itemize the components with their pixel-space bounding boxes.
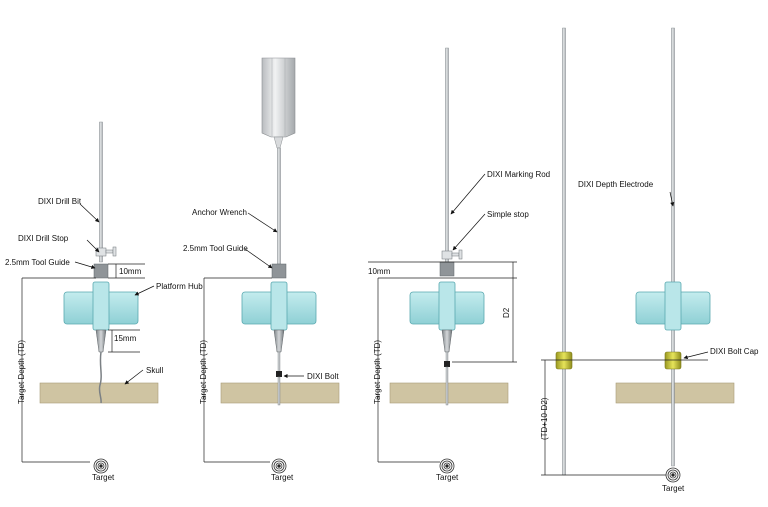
target-3-ring-1 — [441, 460, 453, 472]
tool-guide-label-1: 2.5mm Tool Guide — [5, 258, 70, 267]
d2-label: D2 — [502, 307, 511, 318]
simple-stop-label: Simple stop — [487, 210, 529, 219]
bolt-shaft — [277, 351, 281, 373]
drill-stop-label: DIXI Drill Stop — [18, 234, 69, 243]
platform-hub-2-collar — [270, 281, 288, 331]
target-2-ring-2 — [275, 462, 283, 470]
target-4-ring-2 — [669, 471, 677, 479]
leader-drill-stop — [86, 239, 100, 253]
simple-stop-screw-head — [458, 249, 463, 260]
skull-block-3 — [389, 382, 509, 404]
ten-mm-label-1: 10mm — [119, 267, 142, 276]
leader-marking-rod — [450, 173, 486, 215]
drill-stop-body — [95, 247, 107, 257]
depth-electrode-right — [671, 27, 675, 467]
anchor-wrench-handle — [261, 57, 296, 138]
target-2-ring-1 — [273, 460, 285, 472]
marking-rod-label: DIXI Marking Rod — [487, 170, 551, 179]
leader-skull — [124, 369, 144, 385]
td-formula-label: (TD+10-D2) — [540, 397, 549, 440]
target-3-ring-2 — [443, 462, 451, 470]
wrench-neck — [273, 136, 284, 149]
target-3-ring-0 — [439, 458, 455, 474]
target-1-ring-1 — [95, 460, 107, 472]
platform-hub-1-collar — [92, 281, 110, 331]
tool-guide-1 — [93, 263, 109, 279]
leader-drill-bit — [79, 203, 100, 223]
drill-bit-rod — [99, 121, 103, 263]
anchor-wrench-label: Anchor Wrench — [192, 208, 247, 217]
skull-label: Skull — [146, 366, 164, 375]
dixi-bolt-head-3 — [444, 361, 450, 367]
target-depth-label-2: Target Depth (TD) — [199, 339, 208, 404]
target-1-ring-3 — [99, 464, 103, 468]
drill-bit-label: DIXI Drill Bit — [38, 197, 82, 206]
drill-stop-screw — [105, 249, 114, 254]
bolt-cap-label: DIXI Bolt Cap — [710, 347, 759, 356]
target-label-1: Target — [92, 473, 115, 482]
fifteen-mm-label: 15mm — [114, 334, 137, 343]
target-label-3: Target — [436, 473, 459, 482]
target-label-2: Target — [271, 473, 294, 482]
bolt-shaft-3 — [445, 351, 449, 363]
marking-rod — [445, 47, 449, 263]
platform-hub-4-collar — [664, 281, 682, 331]
bolt-cap-left — [555, 351, 573, 370]
skull-block-4 — [615, 382, 735, 404]
target-2-ring-3 — [277, 464, 281, 468]
tool-guide-2 — [271, 263, 287, 279]
anchor-wrench-shaft — [277, 147, 281, 265]
platform-hub-label: Platform Hub — [156, 282, 203, 291]
dixi-bolt-head — [276, 371, 282, 377]
drill-twist — [98, 351, 102, 404]
target-4-ring-3 — [671, 473, 675, 477]
tool-guide-3 — [439, 261, 455, 277]
target-2-ring-0 — [271, 458, 287, 474]
target-4-ring-1 — [667, 469, 679, 481]
hub-cone-1 — [95, 329, 107, 353]
leader-anchor-wrench — [247, 212, 278, 233]
skull-block-1 — [39, 382, 159, 404]
target-1-ring-2 — [97, 462, 105, 470]
ten-mm-label-2: 10mm — [368, 267, 391, 276]
tool-guide-label-2: 2.5mm Tool Guide — [183, 244, 248, 253]
bolt-tip-3 — [445, 366, 449, 406]
leader-platform-hub — [134, 285, 155, 296]
drill-stop-screw-head — [112, 246, 117, 257]
target-3-ring-3 — [445, 464, 449, 468]
leader-simple-stop — [452, 213, 486, 251]
target-1-ring-0 — [93, 458, 109, 474]
hub-cone-3 — [441, 329, 453, 353]
simple-stop-body — [441, 250, 453, 260]
leader-depth-electrode — [669, 191, 675, 207]
platform-hub-3-collar — [438, 281, 456, 331]
simple-stop-screw — [451, 252, 460, 257]
bolt-cap-right — [664, 351, 682, 370]
depth-electrode-label: DIXI Depth Electrode — [578, 180, 654, 189]
target-depth-label-3: Target Depth (TD) — [373, 339, 382, 404]
leader-tool-guide-2 — [244, 248, 273, 269]
leader-bolt-cap — [683, 351, 709, 360]
dixi-bolt-label: DIXI Bolt — [307, 372, 339, 381]
target-depth-label-1: Target Depth (TD) — [17, 339, 26, 404]
leader-tool-guide-1 — [74, 261, 96, 269]
hub-cone-2 — [273, 329, 285, 353]
bolt-tip — [277, 376, 281, 406]
target-label-4: Target — [662, 484, 685, 493]
depth-electrode-left — [562, 27, 566, 476]
